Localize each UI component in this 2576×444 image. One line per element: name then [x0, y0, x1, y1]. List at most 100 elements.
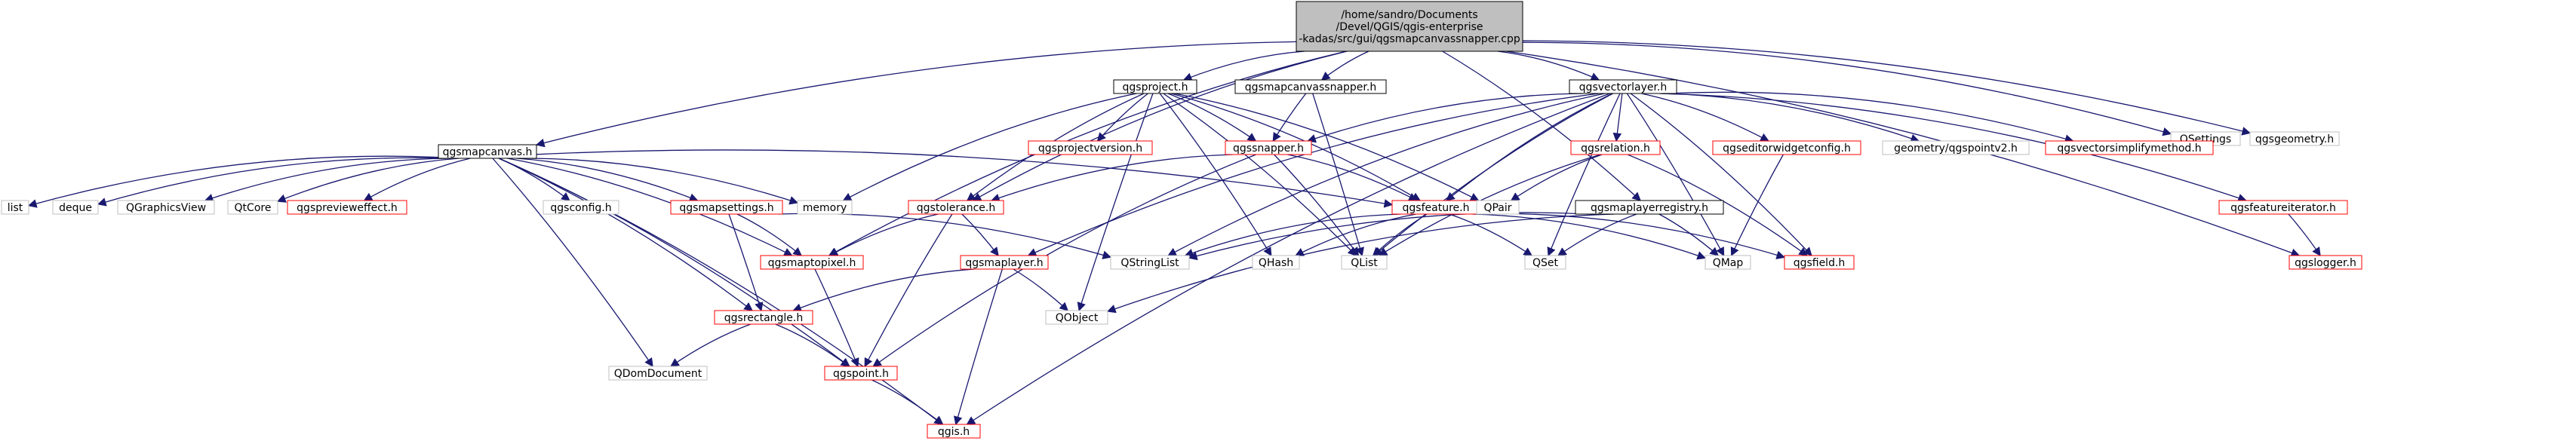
node-label-qgsrectangle: qgsrectangle.h: [724, 312, 803, 324]
edge-qgsproject-to-qgsprojectversion: [1096, 93, 1148, 142]
edge-qgsmapsettings-to-qstringlist: [779, 213, 1112, 259]
node-qgseditorwidgetconfig[interactable]: qgseditorwidgetconfig.h: [1712, 140, 1861, 155]
edge-qgsproject-to-memory: [842, 93, 1137, 201]
edge-qgsvectorlayer-to-qstringlist: [1167, 93, 1605, 256]
node-qgsrelation[interactable]: qgsrelation.h: [1570, 140, 1661, 155]
edge-qgsfeature-to-qstringlist: [1184, 213, 1401, 258]
node-label-qgsmapcanvassnapper: qgsmapcanvassnapper.h: [1245, 81, 1376, 93]
edge-qgsrectangle-to-qdomdocument: [670, 323, 752, 367]
edge-qgsmaplayer-to-qobject: [1013, 268, 1069, 311]
edge-qgsproject-to-qgssnapper: [1167, 93, 1257, 142]
node-qgspreviewe[interactable]: qgspreviewеffect.h: [287, 200, 407, 215]
node-qgsprojectversion[interactable]: qgsprojectversion.h: [1028, 140, 1153, 155]
node-qobject: QObject: [1045, 310, 1108, 325]
edge-qgsmapcanvas-to-qdomdocument: [492, 158, 653, 367]
node-label-qgsconfig: qgsconfig.h: [550, 202, 611, 214]
node-label-qgsmapsettings: qgsmapsettings.h: [679, 202, 773, 214]
node-box-qgspreviewe: [287, 200, 407, 215]
node-label-qgspoint: qgspoint.h: [833, 368, 889, 380]
node-root[interactable]: /home/sandro/Documents/Devel/QGIS/qgis-e…: [1296, 1, 1523, 52]
node-qgsmaplayer[interactable]: qgsmaplayer.h: [960, 255, 1049, 270]
node-label-qstringlist: QStringList: [1120, 257, 1179, 269]
node-box-qgsrectangle: [714, 310, 813, 325]
edge-qgsmaptopixel-to-qgspoint: [814, 268, 859, 368]
node-qgsmapsettings[interactable]: qgsmapsettings.h: [670, 200, 783, 215]
edge-qgsfeature-to-qgsfield: [1479, 213, 1786, 259]
node-label-qobject: QObject: [1056, 312, 1099, 324]
node-qgsvectorsimplify[interactable]: qgsvectorsimplifymethod.h: [2045, 140, 2214, 155]
node-qgsfield[interactable]: qgsfield.h: [1784, 255, 1855, 270]
edge-qgsmapcanvas-to-qgsmapsettings: [516, 158, 699, 202]
edge-qgsmaplayerregistry-to-qset: [1557, 213, 1637, 256]
node-qgsmaplayerregistry[interactable]: qgsmaplayerregistry.h: [1575, 200, 1724, 215]
node-box-qgsmapcanvas: [438, 144, 537, 159]
node-box-qlist: [1341, 255, 1388, 270]
node-qgssnapper[interactable]: qgssnapper.h: [1225, 140, 1312, 155]
node-box-list: [1, 200, 29, 215]
edge-qgsmapcanvas-to-deque: [97, 157, 439, 207]
edge-qgsproject-to-qobject: [1077, 93, 1154, 312]
node-label-memory: memory: [803, 202, 847, 214]
node-box-qobject: [1045, 310, 1108, 325]
node-qgsproject[interactable]: qgsproject.h: [1113, 79, 1197, 94]
node-label-qtcore: QtCore: [235, 202, 272, 214]
node-label-qlist: QList: [1351, 257, 1378, 269]
edge-qgsmapsettings-to-qgsmaptopixel: [736, 213, 802, 256]
edge-qgsvectorlayer-to-qlist: [1373, 93, 1614, 256]
edge-root-to-qgstolerance: [972, 51, 1348, 201]
node-label-qgraphicsview: QGraphicsView: [126, 202, 206, 214]
node-label-qgsrelation: qgsrelation.h: [1581, 142, 1650, 155]
node-qgstolerance[interactable]: qgstolerance.h: [908, 200, 1004, 215]
edge-qgsrelation-to-qgsfield: [1627, 154, 1808, 256]
node-qpair: QPair: [1476, 200, 1520, 215]
node-box-qgis: [927, 424, 981, 439]
node-qgsvectorlayer[interactable]: qgsvectorlayer.h: [1569, 79, 1677, 94]
node-qgspoint[interactable]: qgspoint.h: [824, 366, 898, 381]
node-box-qgslogger: [2289, 255, 2362, 270]
edge-qgseditorwidgetconfig-to-qmap: [1730, 154, 1784, 257]
node-qgsfeature[interactable]: qgsfeature.h: [1391, 200, 1480, 215]
edge-qgsvectorlayer-to-qgsvectorsimplify: [1676, 91, 2074, 143]
edge-qgsmaplayerregistry-to-qstringlist: [1188, 212, 1588, 261]
edge-qgssnapper-to-qgsfeature: [1287, 154, 1418, 201]
edge-qgsmaplayerregistry-to-qmap: [1658, 213, 1720, 256]
node-box-qgsvectorlayer: [1569, 79, 1677, 94]
node-box-qset: [1524, 255, 1566, 270]
node-qgsmapcanvas[interactable]: qgsmapcanvas.h: [438, 144, 537, 159]
node-box-qgseditorwidgetconfig: [1712, 140, 1861, 155]
node-box-qgsmapsettings: [670, 200, 783, 215]
edge-qgsvectorlayer-to-qgsfield: [1630, 93, 1812, 256]
node-box-qgraphicsview: [117, 200, 215, 215]
node-box-qgstolerance: [908, 200, 1004, 215]
node-qgslogger[interactable]: qgslogger.h: [2289, 255, 2362, 270]
edge-qgsmapcanvas-to-memory: [528, 158, 799, 205]
edge-qgstolerance-to-qgspoint: [864, 213, 953, 368]
edge-qgsproject-to-qgstolerance: [966, 93, 1145, 201]
node-box-qgsmapcanvassnapper: [1234, 79, 1387, 94]
node-qgsmapcanvassnapper[interactable]: qgsmapcanvassnapper.h: [1234, 79, 1387, 94]
node-deque: deque: [52, 200, 99, 215]
node-label-qgssnapper: qgssnapper.h: [1233, 142, 1304, 155]
node-qgis[interactable]: qgis.h: [927, 424, 981, 439]
node-box-qgsproject: [1113, 79, 1197, 94]
edge-qgsvectorlayer-to-qgsrelation: [1612, 93, 1623, 142]
node-box-qmap: [1705, 255, 1751, 270]
node-qgsrectangle[interactable]: qgsrectangle.h: [714, 310, 813, 325]
node-box-root: [1296, 1, 1523, 52]
node-label-root: /Devel/QGIS/qgis-enterprise: [1336, 21, 1483, 33]
node-label-qgsfeature: qgsfeature.h: [1403, 202, 1470, 214]
node-label-qset: QSet: [1532, 257, 1559, 269]
node-qgsgeometry: qgsgeometry.h: [2249, 131, 2340, 146]
node-label-qgsvectorsimplify: qgsvectorsimplifymethod.h: [2057, 142, 2201, 155]
node-qgsfeatureiterator[interactable]: qgsfeatureiterator.h: [2218, 200, 2348, 215]
node-label-qpair: QPair: [1483, 202, 1511, 214]
edge-root-to-qgsmaptopixel: [828, 51, 1347, 256]
node-qgsmaptopixel[interactable]: qgsmaptopixel.h: [760, 255, 864, 270]
node-box-qgsrelation: [1570, 140, 1661, 155]
node-qset: QSet: [1524, 255, 1566, 270]
node-list: list: [1, 200, 29, 215]
edge-qgsvectorlayer-to-qgsfeature: [1446, 93, 1613, 201]
node-label-root: -kadas/src/gui/qgsmapcanvassnapper.cpp: [1299, 33, 1520, 45]
edge-qgsfeature-to-qmap: [1471, 213, 1707, 260]
edge-qgsvectorlayer-to-qgsfeatureiterator: [1660, 93, 2247, 203]
